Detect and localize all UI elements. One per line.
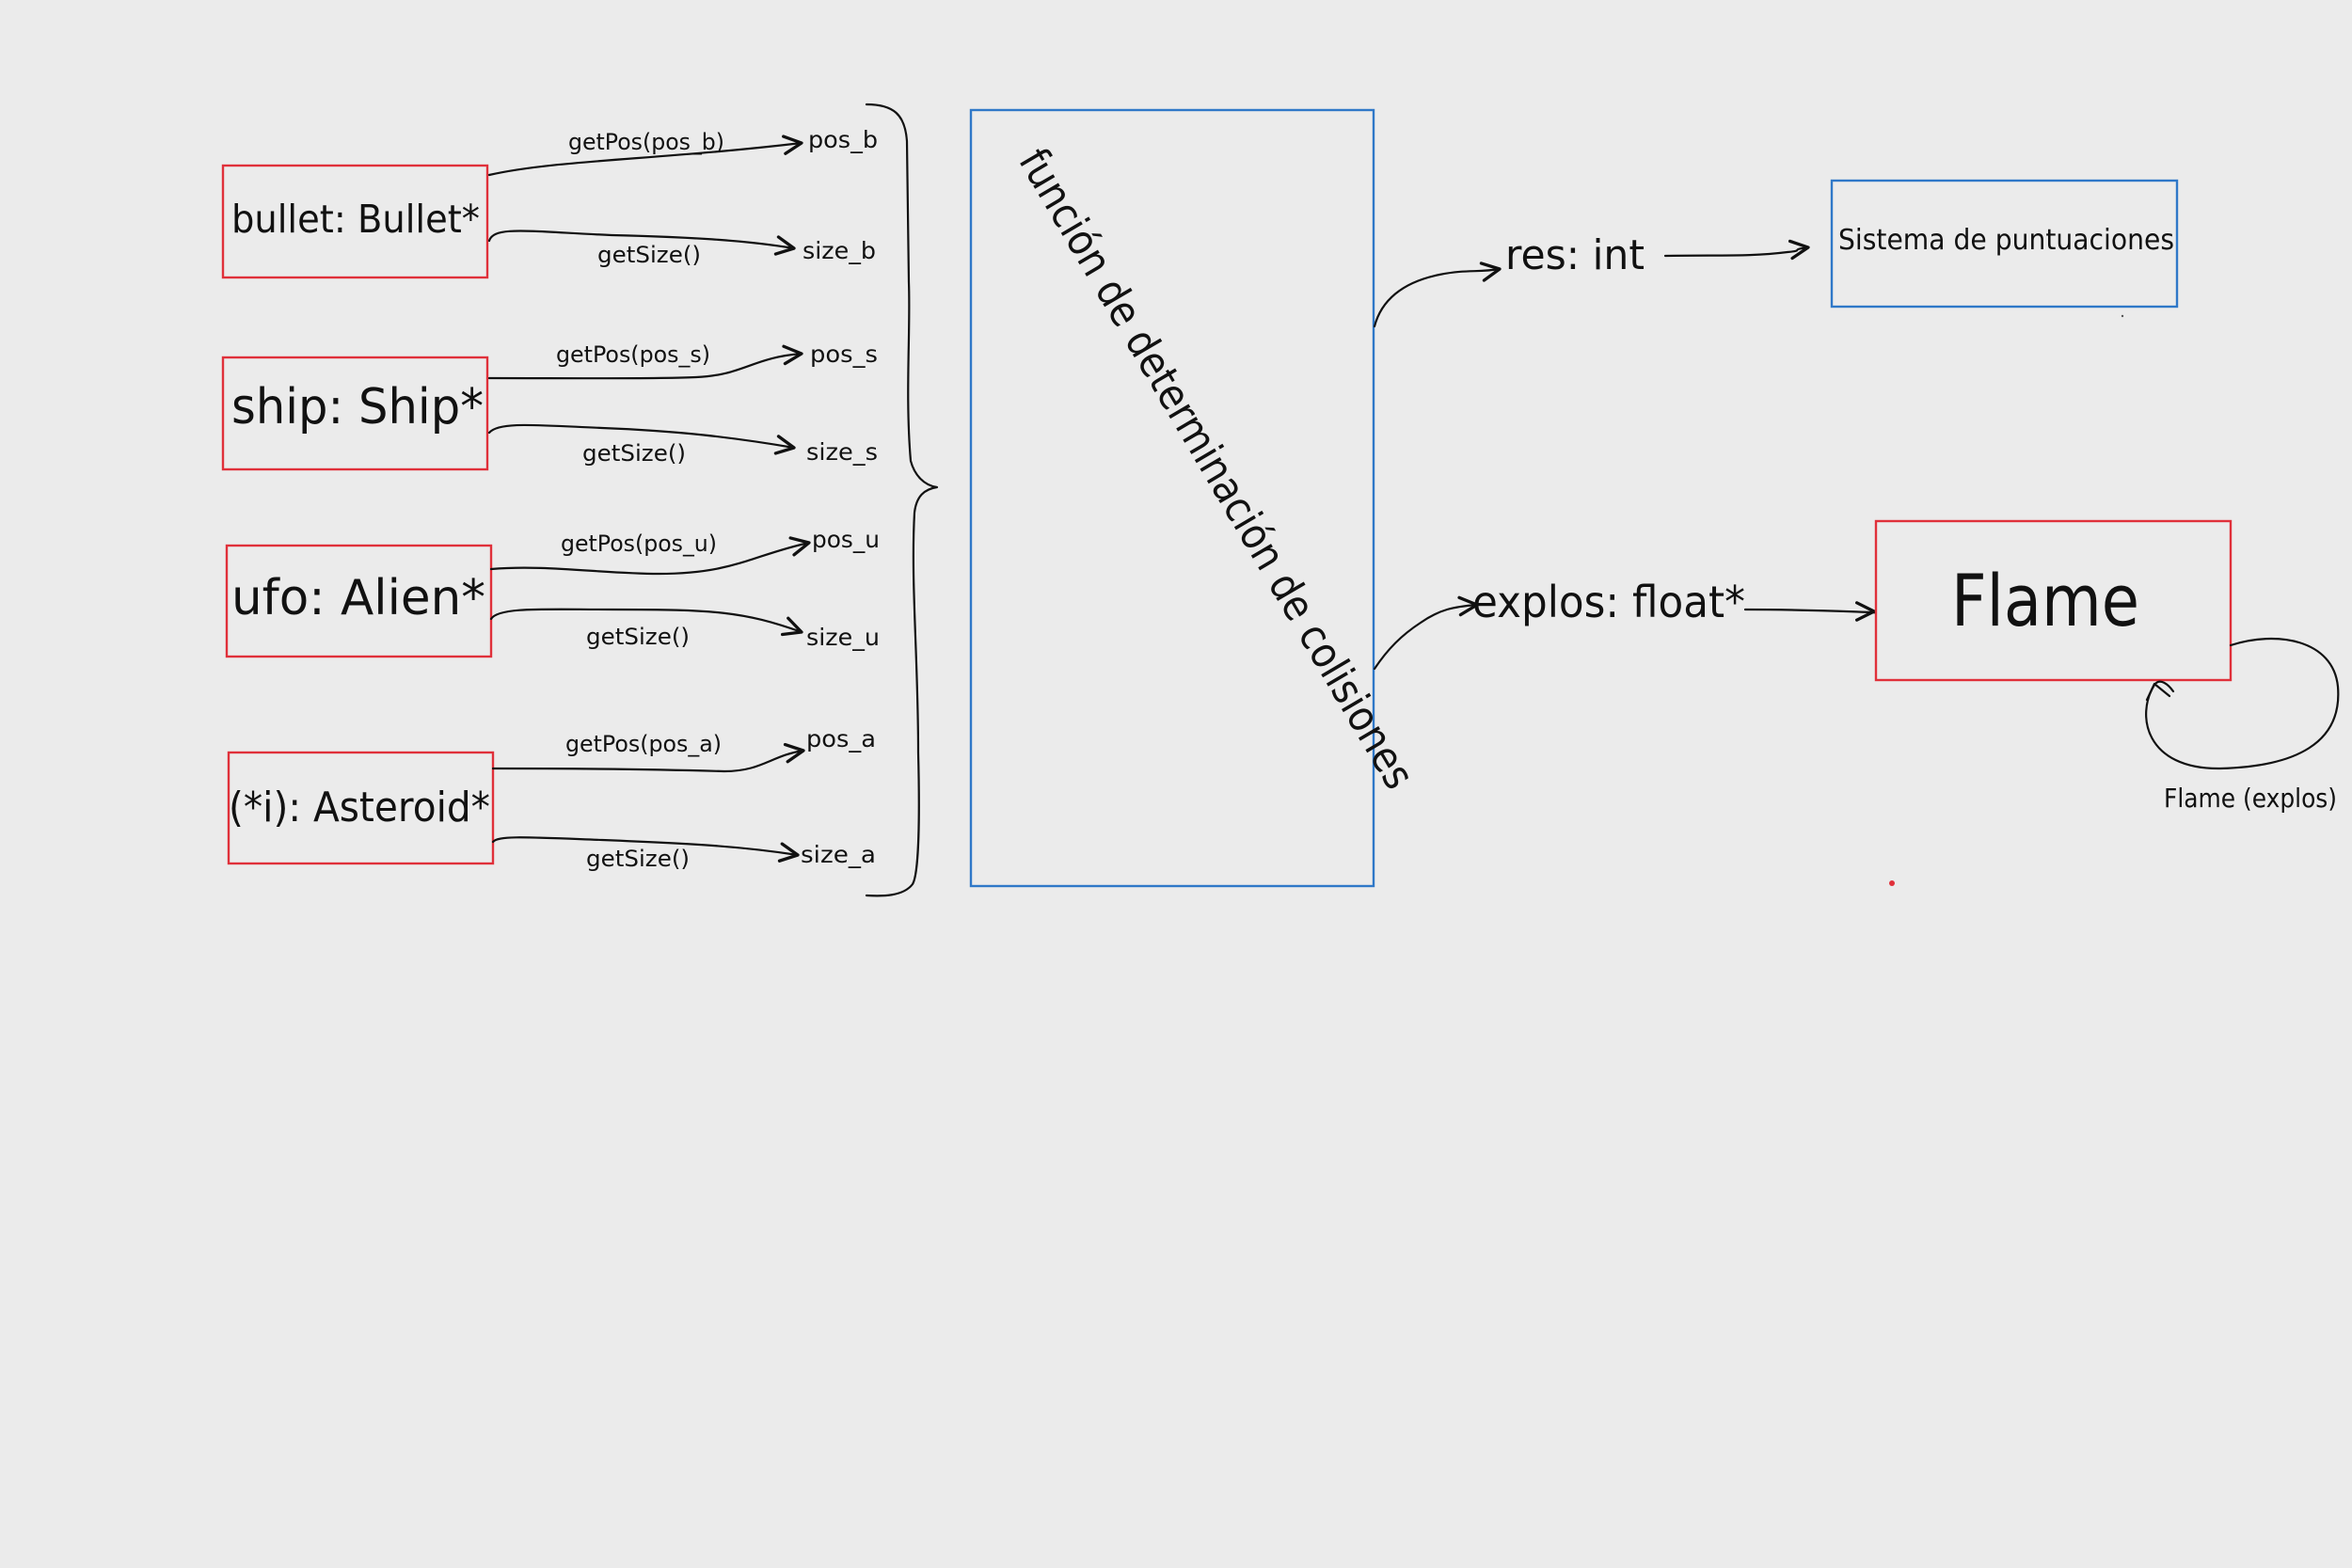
bullet-edges: getPos(pos_b) getSize() pos_b size_b	[487, 126, 878, 268]
call-asteroid-pos: getPos(pos_a)	[565, 731, 722, 757]
edge-bullet-pos	[487, 135, 803, 177]
object-ship-box	[221, 356, 489, 471]
asteroid-edges: getPos(pos_a) getSize() pos_a size_a	[491, 725, 876, 872]
edge-bullet-size	[487, 230, 796, 256]
flame: Flame Flame (explos)	[1874, 519, 2340, 814]
edge-ship-size	[487, 423, 796, 455]
object-bullet: bullet: Bullet*	[221, 164, 489, 279]
edge-function-res	[1373, 261, 1502, 328]
flame-self-loop	[2145, 637, 2340, 770]
stray-dot-red	[1889, 880, 1895, 886]
call-bullet-size: getSize()	[597, 242, 701, 268]
collision-function: función de determinación de colisiones	[969, 108, 1425, 888]
object-bullet-label: bullet: Bullet*	[231, 197, 480, 242]
edge-explos-flame	[1743, 601, 1877, 622]
scores-system-label: Sistema de puntuaciones	[1838, 224, 2174, 257]
call-ship-pos: getPos(pos_s)	[556, 341, 710, 368]
ufo-edges: getPos(pos_u) getSize() pos_u size_u	[489, 526, 880, 651]
object-bullet-box	[221, 164, 489, 279]
edge-ufo-size	[489, 608, 803, 637]
edge-ship-pos	[487, 344, 803, 380]
call-bullet-pos: getPos(pos_b)	[568, 129, 724, 155]
edge-res-scores	[1663, 239, 1810, 261]
value-pos-u: pos_u	[812, 526, 880, 553]
output-res: res: int	[1373, 231, 1810, 328]
call-ship-size: getSize()	[582, 440, 686, 467]
flame-self-loop-arrowhead	[2145, 682, 2171, 702]
collision-function-label: función de determinación de colisiones	[1009, 140, 1425, 798]
object-asteroid-box	[227, 751, 495, 865]
flame-loop-label: Flame (explos)	[2164, 783, 2337, 814]
output-explos-label: explos: float*	[1472, 577, 1745, 627]
value-size-a: size_a	[801, 841, 876, 868]
collision-function-box	[969, 108, 1375, 888]
scores-system: Sistema de puntuaciones	[1830, 179, 2179, 318]
object-ship-label: ship: Ship*	[231, 379, 484, 436]
edge-function-explos	[1373, 595, 1479, 671]
output-explos: explos: float*	[1373, 577, 1877, 671]
values-brace	[865, 103, 939, 897]
edge-ufo-pos	[489, 536, 811, 576]
object-ship: ship: Ship*	[221, 356, 489, 471]
object-ufo-label: ufo: Alien*	[231, 570, 485, 626]
value-size-b: size_b	[803, 237, 876, 264]
edge-asteroid-size	[491, 836, 800, 863]
scores-system-box	[1830, 179, 2179, 309]
object-asteroid-label: (*i): Asteroid*	[229, 784, 490, 832]
call-ufo-pos: getPos(pos_u)	[561, 531, 717, 557]
object-asteroid: (*i): Asteroid*	[227, 751, 495, 865]
call-ufo-size: getSize()	[586, 624, 690, 650]
call-asteroid-size: getSize()	[586, 846, 690, 872]
value-pos-a: pos_a	[806, 725, 876, 752]
value-size-s: size_s	[806, 438, 878, 466]
value-pos-b: pos_b	[808, 126, 878, 153]
flame-box	[1874, 519, 2233, 682]
object-ufo: ufo: Alien*	[225, 544, 493, 658]
edge-asteroid-pos	[491, 742, 805, 773]
output-res-label: res: int	[1505, 231, 1645, 279]
stray-dot-grey	[2121, 314, 2124, 318]
value-size-u: size_u	[806, 624, 880, 651]
ship-edges: getPos(pos_s) getSize() pos_s size_s	[487, 341, 878, 467]
value-pos-s: pos_s	[810, 341, 878, 368]
object-ufo-box	[225, 544, 493, 658]
flame-label: Flame	[1951, 559, 2139, 642]
